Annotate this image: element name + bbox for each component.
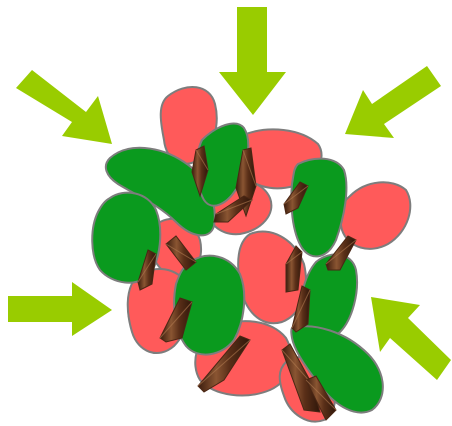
arrow-left (8, 282, 112, 336)
arrow-top-left (16, 70, 112, 144)
arrow-top-right (345, 66, 441, 138)
green-particle (291, 159, 346, 257)
arrow-bottom-right (371, 297, 451, 380)
arrow-top (219, 7, 286, 115)
